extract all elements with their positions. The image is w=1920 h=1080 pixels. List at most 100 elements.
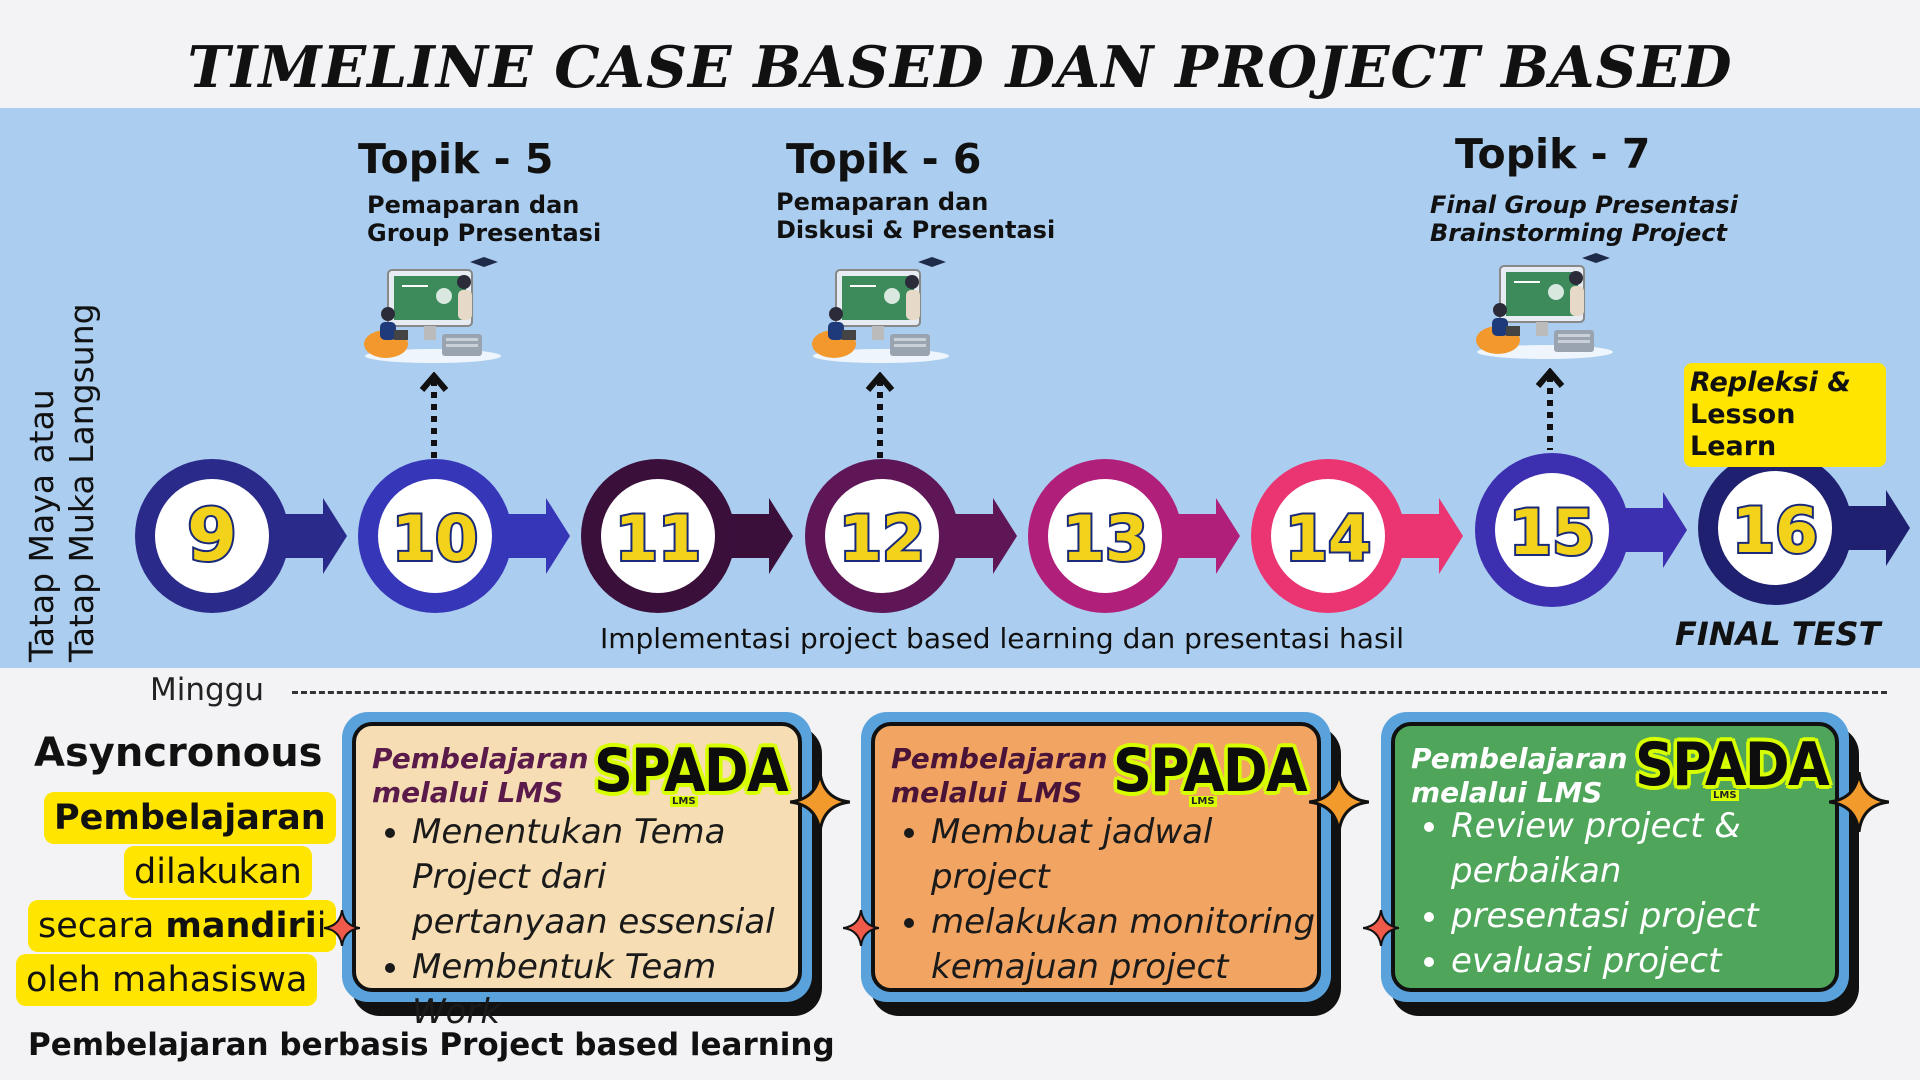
sparkle-icon bbox=[790, 772, 850, 832]
async-line-2: dilakukan bbox=[124, 846, 312, 898]
dotted-arrow-2 bbox=[864, 371, 896, 462]
week-disc-15 bbox=[1495, 473, 1609, 587]
lms-card-3: Pembelajaran melalui LMS SPADA LMS Revie… bbox=[1363, 712, 1889, 1020]
card-body: Pembelajaran melalui LMS SPADA LMS Membu… bbox=[871, 722, 1321, 992]
async-line-3-text: secara bbox=[38, 906, 166, 946]
dotted-arrow-1 bbox=[418, 371, 450, 462]
topic-7-desc-line-1: Final Group Presentasi bbox=[1430, 191, 1738, 219]
card-item: Menentukan Tema Project dari pertanyaan … bbox=[412, 810, 802, 945]
card-frame: Pembelajaran melalui LMS SPADA LMS Membu… bbox=[861, 712, 1331, 1002]
card-item: melakukan monitoring kemajuan project bbox=[931, 900, 1321, 990]
week-node-16: 16 bbox=[1698, 451, 1912, 609]
reflection-line-2: Lesson Learn bbox=[1690, 399, 1796, 462]
week-number-13: 13 bbox=[1062, 502, 1148, 575]
card-heading: Pembelajaran melalui LMS bbox=[372, 742, 589, 810]
spada-logo: SPADA bbox=[1635, 730, 1830, 800]
topic-6-desc: Pemaparan dan Diskusi & Presentasi bbox=[776, 188, 1055, 244]
week-divider bbox=[292, 691, 1887, 694]
vertical-label-line-2: Tatap Muka Langsung bbox=[62, 303, 101, 662]
classroom-illustration-2 bbox=[806, 252, 956, 368]
sparkle-icon bbox=[324, 910, 360, 946]
card-heading-line-1: Pembelajaran bbox=[891, 742, 1108, 775]
week-number-11: 11 bbox=[615, 502, 701, 575]
week-disc-13 bbox=[1048, 479, 1162, 593]
card-body: Pembelajaran melalui LMS SPADA LMS Menen… bbox=[352, 722, 802, 1032]
card-heading: Pembelajaran melalui LMS bbox=[1411, 742, 1628, 810]
lms-card-2: Pembelajaran melalui LMS SPADA LMS Membu… bbox=[843, 712, 1369, 1020]
spada-logo-sub: LMS bbox=[1189, 796, 1217, 807]
async-line-4: oleh mahasiswa bbox=[16, 954, 318, 1006]
week-disc-16 bbox=[1718, 471, 1832, 585]
spada-logo-sub: LMS bbox=[670, 796, 698, 807]
lms-card-1: Pembelajaran melalui LMS SPADA LMS Menen… bbox=[324, 712, 850, 1032]
week-number-14: 14 bbox=[1285, 502, 1371, 575]
spada-logo: SPADA bbox=[1113, 736, 1308, 806]
card-body: Pembelajaran melalui LMS SPADA LMS Revie… bbox=[1391, 722, 1839, 992]
topic-5-desc: Pemaparan dan Group Presentasi bbox=[367, 191, 601, 247]
footer-caption: Pembelajaran berbasis Project based lear… bbox=[28, 1027, 835, 1063]
card-heading-line-1: Pembelajaran bbox=[1411, 742, 1628, 775]
week-node-10: 10 bbox=[358, 459, 572, 617]
week-number-10: 10 bbox=[392, 502, 478, 575]
dotted-arrow-3 bbox=[1534, 367, 1566, 454]
async-line-3: secara mandirii bbox=[28, 900, 337, 952]
sparkle-icon bbox=[843, 910, 879, 946]
implementation-caption: Implementasi project based learning dan … bbox=[600, 622, 1405, 655]
card-heading-line-2: melalui LMS bbox=[1411, 776, 1603, 809]
spada-logo: SPADA bbox=[594, 736, 789, 806]
classroom-illustration-3 bbox=[1470, 248, 1620, 364]
topic-6-title: Topik - 6 bbox=[786, 135, 982, 183]
week-disc-12 bbox=[825, 479, 939, 593]
week-disc-11 bbox=[601, 479, 715, 593]
week-node-9: 9 bbox=[135, 459, 349, 617]
sparkle-icon bbox=[1309, 772, 1369, 832]
week-node-14: 14 bbox=[1251, 459, 1465, 617]
card-item: presentasi project bbox=[1451, 894, 1839, 939]
week-node-15: 15 bbox=[1475, 453, 1689, 611]
week-disc-14 bbox=[1271, 479, 1385, 593]
sparkle-icon bbox=[1363, 910, 1399, 946]
card-frame: Pembelajaran melalui LMS SPADA LMS Menen… bbox=[342, 712, 812, 1032]
async-title: Asyncronous bbox=[34, 730, 323, 776]
card-item: Membuat jadwal project bbox=[931, 810, 1321, 900]
card-frame: Pembelajaran melalui LMS SPADA LMS Revie… bbox=[1381, 712, 1849, 1002]
week-disc-9 bbox=[155, 479, 269, 593]
topic-7-desc-line-2: Brainstorming Project bbox=[1430, 219, 1727, 247]
card-heading-line-1: Pembelajaran bbox=[372, 742, 589, 775]
classroom-illustration-1 bbox=[358, 252, 508, 368]
week-number-9: 9 bbox=[187, 493, 237, 577]
async-line-3-end: i bbox=[316, 906, 327, 946]
reflection-line-1: Repleksi & bbox=[1690, 367, 1851, 398]
week-number-16: 16 bbox=[1732, 494, 1818, 567]
card-list: Review project & perbaikanpresentasi pro… bbox=[1413, 804, 1839, 984]
sparkle-icon bbox=[1829, 772, 1889, 832]
card-heading-line-2: melalui LMS bbox=[891, 776, 1083, 809]
topic-5-desc-line-1: Pemaparan dan bbox=[367, 191, 580, 219]
week-number-15: 15 bbox=[1509, 496, 1595, 569]
card-heading: Pembelajaran melalui LMS bbox=[891, 742, 1108, 810]
vertical-label: Tatap Maya atau Tatap Muka Langsung bbox=[22, 303, 102, 662]
week-number-12: 12 bbox=[839, 502, 925, 575]
card-item: Membentuk Team Work bbox=[412, 945, 802, 1035]
topic-6-desc-line-1: Pemaparan dan bbox=[776, 188, 989, 216]
week-label: Minggu bbox=[150, 672, 265, 708]
topic-6-desc-line-2: Diskusi & Presentasi bbox=[776, 216, 1056, 244]
card-item: evaluasi project bbox=[1451, 939, 1839, 984]
topic-5-title: Topik - 5 bbox=[358, 135, 554, 183]
topic-5-desc-line-2: Group Presentasi bbox=[367, 219, 602, 247]
card-item: Review project & perbaikan bbox=[1451, 804, 1839, 894]
async-line-1: Pembelajaran bbox=[44, 792, 336, 844]
topic-7-title: Topik - 7 bbox=[1455, 130, 1651, 178]
week-node-12: 12 bbox=[805, 459, 1019, 617]
spada-logo-sub: LMS bbox=[1711, 790, 1739, 801]
card-list: Membuat jadwal projectmelakukan monitori… bbox=[893, 810, 1321, 990]
vertical-label-line-1: Tatap Maya atau bbox=[22, 389, 61, 662]
async-line-3-bold: mandiri bbox=[165, 906, 317, 946]
topic-7-desc: Final Group Presentasi Brainstorming Pro… bbox=[1430, 191, 1738, 247]
card-list: Menentukan Tema Project dari pertanyaan … bbox=[374, 810, 802, 1035]
week-node-13: 13 bbox=[1028, 459, 1242, 617]
final-test-label: FINAL TEST bbox=[1675, 615, 1881, 653]
card-heading-line-2: melalui LMS bbox=[372, 776, 564, 809]
week-node-11: 11 bbox=[581, 459, 795, 617]
reflection-badge: Repleksi & Lesson Learn bbox=[1684, 363, 1886, 467]
